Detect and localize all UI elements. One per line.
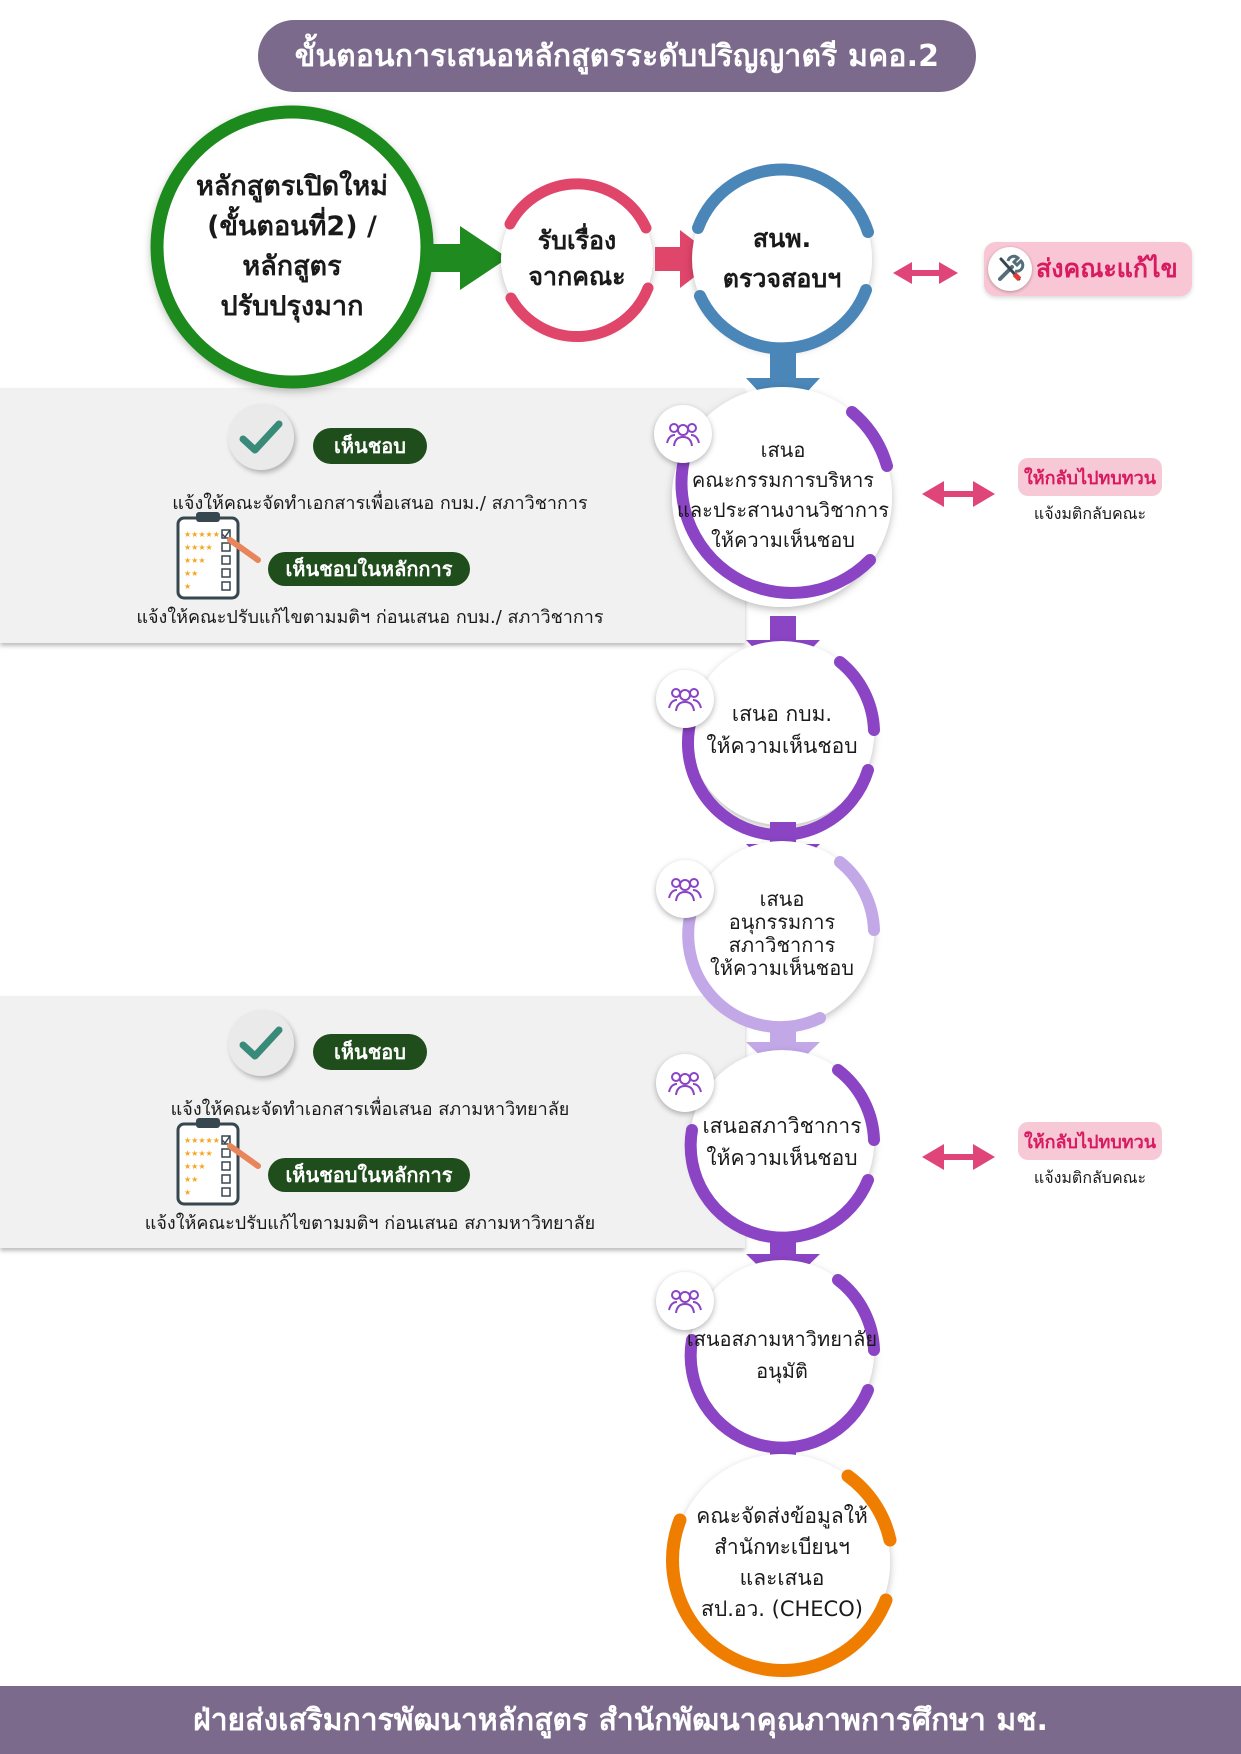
step-2-label: เสนอ กบม. ให้ความเห็นชอบ (692, 695, 872, 765)
review-label: สนพ. ตรวจสอบฯ (702, 214, 862, 304)
committee-icon (656, 860, 714, 918)
start-line-3: หลักสูตร (242, 251, 342, 282)
step-3-line-3: สภาวิชาการ (728, 933, 836, 957)
step-5-line-2: อนุมัติ (756, 1359, 808, 1383)
approve-note: แจ้งให้คณะจัดทำเอกสารเพื่อเสนอ กบม./ สภา… (172, 493, 588, 514)
review-line-1: สนพ. (752, 224, 812, 253)
checklist-icon: ★★★★★★★★★ ★★★★★★ (170, 1116, 266, 1208)
committee-icon (656, 670, 714, 728)
svg-text:★★★: ★★★ (184, 1162, 206, 1171)
step-2-circle (682, 710, 874, 842)
svg-text:★: ★ (184, 582, 191, 591)
committee-icon (656, 1272, 714, 1330)
step-5-label: เสนอสภามหาวิทยาลัย อนุมัติ (686, 1320, 878, 1390)
start-circle-label: หลักสูตรเปิดใหม่ (ขั้นตอนที่2) / หลักสูต… (162, 147, 422, 347)
principle-badge: เห็นชอบในหลักการ (268, 552, 470, 586)
svg-text:★★★★★: ★★★★★ (184, 530, 220, 539)
footer: ฝ่ายส่งเสริมการพัฒนาหลักสูตร สำนักพัฒนาค… (0, 1686, 1241, 1754)
receive-line-1: รับเรื่อง (537, 226, 617, 255)
start-line-1: หลักสูตรเปิดใหม่ (196, 171, 388, 202)
checklist-icon: ★★★★★★★★★ ★★★★★★ (170, 510, 266, 602)
review-circle (692, 163, 874, 238)
start-line-2: (ขั้นตอนที่2) / (207, 211, 377, 242)
approve-badge: เห็นชอบ (313, 1034, 427, 1070)
svg-text:★★★★: ★★★★ (184, 1149, 213, 1158)
start-line-4: ปรับปรุงมาก (220, 291, 364, 322)
step-3-label: เสนอ อนุกรรมการ สภาวิชาการ ให้ความเห็นชอ… (692, 884, 872, 984)
committee-icon (656, 1054, 714, 1112)
step-6-circle (666, 1513, 893, 1677)
principle-badge: เห็นชอบในหลักการ (268, 1158, 470, 1192)
step-2-line-2: ให้ความเห็นชอบ (706, 734, 858, 758)
check-icon (228, 404, 294, 470)
step-1-label: เสนอ คณะกรรมการบริหาร และประสานงานวิชากา… (672, 430, 894, 560)
return-arrow-1 (922, 481, 995, 507)
step-5-circle (684, 1334, 874, 1454)
svg-text:★★: ★★ (184, 569, 198, 578)
return-tag: ให้กลับไปทบทวน (1018, 458, 1162, 496)
step-6-line-4: สป.อว. (CHECO) (701, 1597, 863, 1621)
review-line-2: ตรวจสอบฯ (722, 264, 842, 293)
step-1-line-1: เสนอ (760, 438, 806, 462)
return-tag: ให้กลับไปทบทวน (1018, 1122, 1162, 1160)
step-3-line-2: อนุกรรมการ (728, 910, 836, 934)
principle-note: แจ้งให้คณะปรับแก้ไขตามมติฯ ก่อนเสนอ กบม.… (136, 607, 604, 628)
receive-label: รับเรื่อง จากคณะ (507, 219, 647, 299)
step-5-line-1: เสนอสภามหาวิทยาลัย (686, 1327, 878, 1351)
principle-note: แจ้งให้คณะปรับแก้ไขตามมติฯ ก่อนเสนอ สภาม… (144, 1213, 596, 1234)
svg-text:★★: ★★ (184, 1175, 198, 1184)
return-arrow-2 (922, 1144, 995, 1170)
receive-line-2: จากคณะ (528, 262, 626, 291)
step-6-line-3: และเสนอ (739, 1566, 825, 1590)
step-4-circle (684, 1124, 874, 1244)
receive-circle (504, 178, 652, 234)
step-1-line-4: ให้ความเห็นชอบ (711, 528, 855, 552)
tools-icon (988, 247, 1032, 291)
step-1-line-2: คณะกรรมการบริหาร (691, 468, 875, 492)
return-note: แจ้งมติกลับคณะ (1033, 1168, 1147, 1187)
arrow-start-to-receive (425, 226, 508, 290)
approve-badge: เห็นชอบ (313, 428, 427, 464)
send-back-label: ส่งคณะแก้ไข (1036, 254, 1178, 283)
svg-text:★★★: ★★★ (184, 556, 206, 565)
step-6-line-1: คณะจัดส่งข้อมูลให้ (696, 1504, 868, 1528)
step-4-label: เสนอสภาวิชาการ ให้ความเห็นชอบ (686, 1107, 878, 1177)
step-3-line-4: ให้ความเห็นชอบ (710, 956, 854, 980)
return-note: แจ้งมติกลับคณะ (1033, 504, 1147, 523)
svg-text:★★★★★: ★★★★★ (184, 1136, 220, 1145)
step-3-line-1: เสนอ (759, 887, 805, 911)
svg-text:★★★★: ★★★★ (184, 543, 213, 552)
send-back-arrow (893, 262, 958, 284)
step-6-label: คณะจัดส่งข้อมูลให้ สำนักทะเบียนฯ และเสนอ… (680, 1498, 884, 1628)
step-6-line-2: สำนักทะเบียนฯ (714, 1535, 850, 1559)
step-4-line-1: เสนอสภาวิชาการ (702, 1114, 862, 1138)
committee-icon (654, 405, 712, 463)
svg-text:★: ★ (184, 1188, 191, 1197)
step-1-circle (675, 426, 876, 599)
step-2-line-1: เสนอ กบม. (731, 702, 833, 726)
step-4-line-2: ให้ความเห็นชอบ (706, 1146, 858, 1170)
page-title: ขั้นตอนการเสนอหลักสูตรระดับปริญญาตรี มคอ… (258, 20, 976, 92)
check-icon (228, 1010, 294, 1076)
step-1-line-3: และประสานงานวิชาการ (677, 498, 889, 522)
approve-note: แจ้งให้คณะจัดทำเอกสารเพื่อเสนอ สภามหาวิท… (170, 1099, 570, 1120)
